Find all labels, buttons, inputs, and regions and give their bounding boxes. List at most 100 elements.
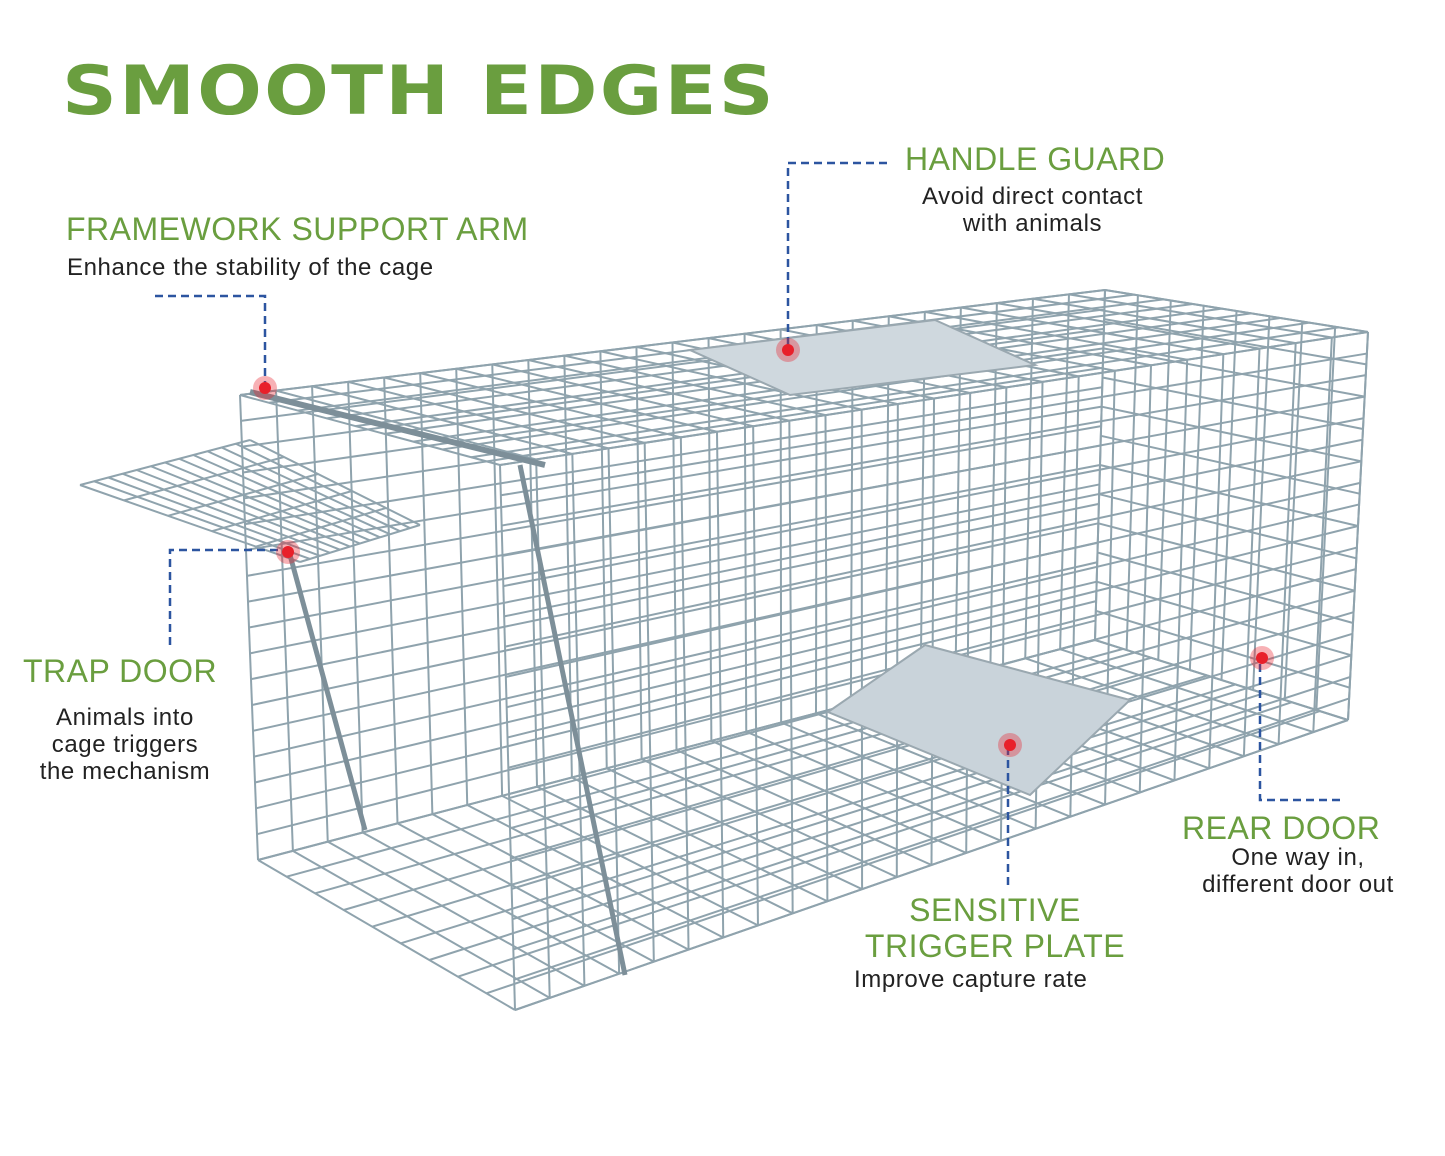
handle-guard-plate [686,318,1039,397]
cage-top-mesh [492,363,754,428]
cage-top-mesh [456,367,718,433]
trap-door-mesh [107,476,321,557]
framework-support-arm-desc: Enhance the stability of the cage [67,254,434,281]
cage-floor-mesh [292,849,551,999]
cage-top-mesh [239,289,1106,396]
cage-near-side-mesh [502,395,1365,557]
trap-door-mesh [136,469,341,551]
door-rod [517,464,628,976]
cage-top-mesh [960,306,1224,356]
rear-door-mesh [1103,318,1367,366]
cage-floor-mesh [641,758,898,878]
cage-near-side-mesh [503,417,1364,588]
cage-top-mesh [996,302,1260,350]
rear-door-mesh [1098,493,1357,560]
trap-door-mesh [192,454,381,539]
desc-line: the mechanism [39,758,211,785]
cage-top-mesh [419,372,682,439]
trigger-plate-desc: Improve capture rate [854,966,1088,993]
trap-door-mesh [122,472,331,554]
cage-near-side-mesh [505,481,1361,678]
handle-guard-desc: Avoid direct contact with animals [900,183,1165,237]
cage-far-side-mesh [253,561,1098,758]
cage-top-mesh [1068,293,1332,339]
rear-door-mesh [1095,609,1350,689]
cage-top-mesh [564,354,826,417]
cage-floor-mesh [327,840,585,987]
cage-near-side-mesh [514,719,1349,1011]
handle-guard-leader-line [786,161,887,345]
cage-far-side-mesh [254,580,1097,784]
cage-top-mesh [470,326,1339,459]
cage-near-side-mesh [506,503,1360,709]
trap-door-mesh [255,507,387,548]
red-marker-dot [1256,652,1268,664]
label-line: SENSITIVE [909,892,1081,928]
trap-door-mesh [93,480,311,560]
door-rod [287,554,368,831]
cage-top-mesh [600,350,862,411]
rear-door-mesh [1103,347,1365,398]
cage-near-side-mesh [503,438,1363,618]
trap-door-mesh [150,465,351,548]
trap-door-label: TRAP DOOR [23,653,218,689]
cage-top-mesh [383,376,645,444]
cage-floor-mesh [1059,648,1314,734]
trap-door-mesh [79,439,251,486]
trap-door-desc: Animals into cage triggers the mechanism [20,704,230,785]
trap-door-mesh [299,524,421,563]
cage-far-side-mesh [250,502,1100,681]
desc-line: with animals [962,210,1103,237]
cage-floor-mesh [257,859,516,1011]
cage-floor-mesh [1024,657,1279,746]
red-marker-dot [282,546,294,558]
cage-floor-mesh [457,701,1293,978]
trap-door-mesh [167,473,319,517]
cage-far-side-mesh [249,483,1100,655]
rear-door-mesh [1102,376,1364,430]
cage-far-side-mesh [243,366,1103,500]
rear-door-desc: One way in, different door out [1178,844,1418,898]
trap-door-mesh [235,442,411,529]
cage-near-side-mesh [500,352,1368,497]
rear-door-mesh [1094,639,1349,721]
cage-near-side-mesh [513,697,1350,981]
cage-floor-mesh [501,794,759,927]
cage-top-mesh [528,359,790,422]
rear-door-mesh [1104,289,1369,333]
cage-floor-mesh [571,776,828,903]
cage-far-side-mesh [240,308,1105,422]
trap-door-mesh [178,457,371,542]
trap-door-mesh [221,446,401,533]
cage-top-mesh [347,380,609,450]
framework-support-arm-label: FRAMEWORK SUPPORT ARM [66,211,529,247]
cage-top-mesh [1032,297,1296,345]
desc-line: cage triggers [51,731,199,758]
red-marker-dot [1004,739,1016,751]
trap-door-mesh [123,456,285,502]
rear-door-label: REAR DOOR [1182,810,1381,846]
rear-door-leader-line [1258,660,1340,802]
cage-near-side-mesh [513,675,1351,951]
cage-near-side-mesh [507,525,1359,739]
cage-near-side-mesh [512,654,1352,921]
rear-door-mesh [1096,580,1352,657]
framework-support-arm [249,389,546,468]
cage-top-mesh [442,321,1310,451]
cage-floor-mesh [431,813,690,951]
cage-far-side-mesh [248,464,1101,629]
trap-door-mesh [249,439,421,526]
cage-floor-mesh [397,822,655,963]
cage-top-mesh [275,389,537,461]
cage-far-side-mesh [255,600,1097,810]
trap-door-leader-line [168,548,285,645]
cage-top-mesh [239,394,501,466]
trap-door-mesh [211,490,353,533]
cage-floor-mesh [536,785,794,915]
red-marker-dot [259,382,271,394]
page-title: SMOOTH EDGES [62,52,776,131]
cage-floor-mesh [362,831,620,975]
rear-door-mesh [1101,405,1362,463]
